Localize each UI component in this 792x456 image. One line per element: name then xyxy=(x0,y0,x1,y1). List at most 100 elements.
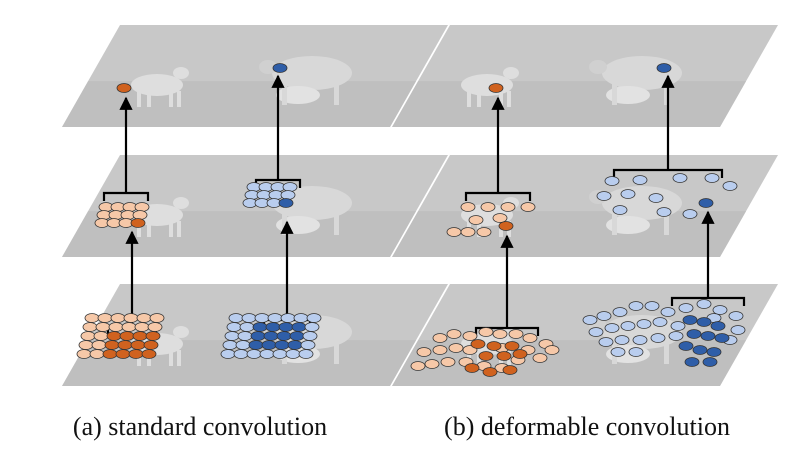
base-point-blue xyxy=(628,301,644,311)
base-point-blue xyxy=(668,331,684,341)
base-point-blue xyxy=(280,313,296,323)
mid-point-blue xyxy=(278,198,294,208)
base-point-orange xyxy=(464,363,480,373)
base-point-orange xyxy=(492,329,508,339)
mid-point-blue xyxy=(612,205,628,215)
base-point-blue xyxy=(239,322,255,332)
base-point-orange xyxy=(78,340,94,350)
base-point-blue xyxy=(730,325,746,335)
base-point-orange xyxy=(134,322,150,332)
base-point-orange xyxy=(93,331,109,341)
mid-point-blue xyxy=(620,189,636,199)
plane-ground xyxy=(392,81,747,127)
mid-point-blue xyxy=(596,191,612,201)
base-point-orange xyxy=(89,349,105,359)
base-point-blue xyxy=(682,315,698,325)
base-point-orange xyxy=(141,349,157,359)
output-point-orange xyxy=(488,83,504,93)
base-point-blue xyxy=(287,340,303,350)
base-point-orange xyxy=(84,313,100,323)
base-point-orange xyxy=(106,331,122,341)
base-point-blue xyxy=(237,331,253,341)
base-point-orange xyxy=(462,331,478,341)
caption-deformable-convolution: (b) deformable convolution xyxy=(444,412,730,441)
base-point-blue xyxy=(222,340,238,350)
base-point-blue xyxy=(306,313,322,323)
base-point-blue xyxy=(293,313,309,323)
base-point-blue xyxy=(686,329,702,339)
mid-point-blue xyxy=(604,176,620,186)
base-point-blue xyxy=(596,311,612,321)
base-point-orange xyxy=(504,341,520,351)
base-point-blue xyxy=(700,331,716,341)
base-point-blue xyxy=(636,319,652,329)
base-point-blue xyxy=(612,307,628,317)
base-point-orange xyxy=(432,333,448,343)
base-point-blue xyxy=(285,349,301,359)
base-point-orange xyxy=(440,357,456,367)
base-point-blue xyxy=(598,337,614,347)
base-point-blue xyxy=(265,322,281,332)
base-point-blue xyxy=(274,340,290,350)
base-point-blue xyxy=(246,349,262,359)
base-point-blue xyxy=(696,317,712,327)
base-point-blue xyxy=(644,301,660,311)
base-point-orange xyxy=(136,313,152,323)
base-point-blue xyxy=(224,331,240,341)
base-point-orange xyxy=(121,322,137,332)
base-point-orange xyxy=(123,313,139,323)
base-point-blue xyxy=(235,340,251,350)
base-point-blue xyxy=(228,313,244,323)
plane-a-1 xyxy=(62,25,448,127)
base-point-blue xyxy=(652,317,668,327)
base-point-blue xyxy=(588,327,604,337)
base-point-blue xyxy=(678,341,694,351)
base-point-blue xyxy=(628,347,644,357)
mid-point-blue xyxy=(280,190,296,200)
mid-point-blue xyxy=(672,173,688,183)
output-point-blue xyxy=(272,63,288,73)
mid-point-orange xyxy=(500,202,516,212)
base-point-blue xyxy=(710,321,726,331)
mid-point-blue xyxy=(282,182,298,192)
base-point-blue xyxy=(261,340,277,350)
base-point-orange xyxy=(532,353,548,363)
base-point-orange xyxy=(97,313,113,323)
base-point-orange xyxy=(102,349,118,359)
base-point-blue xyxy=(220,349,236,359)
base-point-blue xyxy=(302,331,318,341)
base-point-blue xyxy=(696,299,712,309)
base-point-orange xyxy=(147,322,163,332)
base-point-blue xyxy=(304,322,320,332)
output-point-blue xyxy=(656,63,672,73)
base-point-orange xyxy=(115,349,131,359)
mid-point-blue xyxy=(682,209,698,219)
base-point-blue xyxy=(604,323,620,333)
base-point-orange xyxy=(95,322,111,332)
base-point-orange xyxy=(432,345,448,355)
mid-point-blue xyxy=(704,173,720,183)
base-point-blue xyxy=(278,322,294,332)
base-point-orange xyxy=(482,367,498,377)
base-point-blue xyxy=(620,321,636,331)
base-point-blue xyxy=(702,357,718,367)
base-point-blue xyxy=(614,335,630,345)
base-point-orange xyxy=(446,329,462,339)
base-point-blue xyxy=(250,331,266,341)
base-point-blue xyxy=(706,347,722,357)
base-point-blue xyxy=(248,340,264,350)
base-point-orange xyxy=(424,359,440,369)
base-point-orange xyxy=(130,340,146,350)
base-point-blue xyxy=(233,349,249,359)
base-point-blue xyxy=(660,307,676,317)
output-point-orange xyxy=(116,83,132,93)
mid-point-orange xyxy=(498,221,514,231)
base-point-orange xyxy=(478,327,494,337)
mid-point-orange xyxy=(460,227,476,237)
mid-point-blue xyxy=(698,198,714,208)
base-point-orange xyxy=(416,347,432,357)
mid-point-orange xyxy=(468,215,484,225)
mid-point-orange xyxy=(476,227,492,237)
mid-point-orange xyxy=(134,202,150,212)
base-point-orange xyxy=(410,361,426,371)
